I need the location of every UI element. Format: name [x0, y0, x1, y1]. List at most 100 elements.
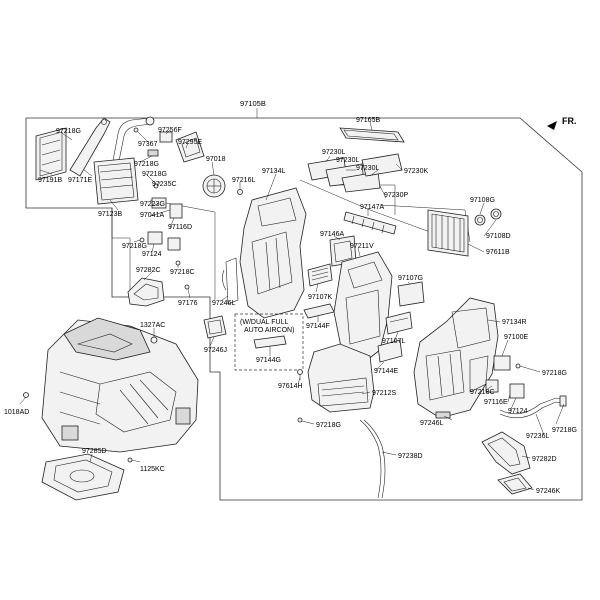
- label-97134l: 97134L: [262, 168, 285, 175]
- label-97218g-c: 97218G: [142, 171, 167, 178]
- label-1018ad: 1018AD: [4, 409, 29, 416]
- label-97144f: 97144F: [306, 323, 330, 330]
- grommets-97108: [474, 208, 502, 226]
- label-97230k: 97230K: [404, 168, 428, 175]
- part-labels: 97218G 97191B 97171E 97123B 97367 97256F…: [4, 117, 577, 495]
- label-97230l-c: 97230L: [356, 165, 379, 172]
- label-97124-a: 97124: [142, 251, 162, 258]
- label-97041a: 97041A: [140, 212, 164, 219]
- front-direction-indicator: FR.: [547, 116, 577, 130]
- label-97107k: 97107K: [308, 294, 332, 301]
- label-97614h: 97614H: [278, 383, 303, 390]
- label-97165b: 97165B: [356, 117, 380, 124]
- label-97212s: 97212S: [372, 390, 396, 397]
- blower-motor-97018: [202, 174, 226, 198]
- door-97107k: [307, 263, 333, 287]
- actuators-right: [485, 355, 525, 399]
- label-97218g-g: 97218G: [552, 427, 577, 434]
- label-97123b: 97123B: [98, 211, 122, 218]
- duct-97282c: [127, 277, 165, 307]
- label-97218g-d: 97218G: [122, 243, 147, 250]
- label-97147a: 97147A: [360, 204, 384, 211]
- case-half-97134r: [413, 297, 499, 419]
- label-97367: 97367: [138, 141, 158, 148]
- evaporator-core-97123b: [93, 157, 139, 205]
- small-actuator-parts: [133, 127, 243, 290]
- label-97282c: 97282C: [136, 267, 161, 274]
- label-97107g: 97107G: [398, 275, 423, 282]
- dual-zone-option-box: (W/DUAL FULL AUTO AIRCON): [234, 313, 304, 371]
- assembly-frame: [25, 108, 583, 501]
- gasket-set-97230: [307, 127, 405, 193]
- doors-right-set: [377, 281, 425, 363]
- label-97218g-b: 97218G: [134, 161, 159, 168]
- label-97218g-f: 97218G: [542, 370, 567, 377]
- label-97191b: 97191B: [38, 177, 62, 184]
- seal-97144f: [303, 303, 335, 319]
- filter-cover-97191b: [35, 127, 67, 181]
- label-97107l: 97107L: [382, 338, 405, 345]
- label-97124-b: 97124: [508, 408, 528, 415]
- case-half-97134l: [239, 187, 307, 319]
- label-97144g: 97144G: [256, 357, 281, 364]
- tube-bracket-97171e: [69, 117, 111, 177]
- cable-97236l: [499, 395, 567, 419]
- lower-case-97212s: [307, 343, 375, 413]
- label-97235c: 97235C: [152, 181, 177, 188]
- label-97116d: 97116D: [168, 224, 192, 231]
- leader-lines: [19, 121, 565, 491]
- label-97218g-a: 97218G: [56, 128, 81, 135]
- label-97116e: 97116E: [484, 399, 508, 406]
- label-97246l-b: 97246L: [420, 420, 443, 427]
- seal-97246j: [203, 315, 227, 339]
- label-97230l-b: 97230L: [336, 157, 359, 164]
- duct-97282d: [481, 431, 531, 475]
- label-97100e: 97100E: [504, 334, 528, 341]
- label-1125kc: 1125KC: [140, 466, 165, 473]
- mode-door-shaft-97147a: [343, 211, 397, 235]
- label-97230l-a: 97230L: [322, 149, 345, 156]
- label-97246k: 97246K: [536, 488, 560, 495]
- label-97230p: 97230P: [384, 192, 408, 199]
- variant-note-line2: AUTO AIRCON): [244, 327, 294, 334]
- screw-97614h: [297, 369, 303, 423]
- seal-97246l: [222, 257, 239, 305]
- label-97211v: 97211V: [350, 243, 374, 250]
- label-97218c-a: 97218C: [170, 269, 195, 276]
- expansion-valve-parts: [147, 131, 205, 163]
- label-97216l: 97216L: [232, 177, 255, 184]
- label-97246l-a: 97246L: [212, 300, 235, 307]
- cover-97285d: [41, 453, 133, 501]
- label-97611b: 97611B: [486, 249, 510, 256]
- label-97146a: 97146A: [320, 231, 344, 238]
- label-97144e: 97144E: [374, 368, 398, 375]
- pipe-assembly: [111, 116, 155, 167]
- label-97256f: 97256F: [158, 127, 182, 134]
- hvac-assembly-complete: [23, 317, 199, 453]
- front-arrow-icon: [547, 121, 557, 130]
- label-97134r: 97134R: [502, 319, 527, 326]
- seal-97246k: [497, 473, 533, 495]
- variant-note-line1: (W/DUAL FULL: [240, 319, 288, 326]
- label-97108d: 97108D: [486, 233, 511, 240]
- heater-core-97611b: [427, 209, 469, 257]
- drain-hose-97238d: [359, 419, 386, 499]
- label-97236l: 97236L: [526, 433, 549, 440]
- label-97295e: 97295E: [178, 139, 202, 146]
- label-97218g-e: 97218G: [316, 422, 341, 429]
- label-1327ac: 1327AC: [140, 322, 165, 329]
- label-97171e: 97171E: [68, 177, 92, 184]
- label-97238d: 97238D: [398, 453, 423, 460]
- label-97223g: 97223G: [140, 201, 165, 208]
- label-97018: 97018: [206, 156, 226, 163]
- label-97108g: 97108G: [470, 197, 495, 204]
- label-97282d: 97282D: [532, 456, 557, 463]
- label-97176: 97176: [178, 300, 198, 307]
- label-97218c-b: 97218C: [470, 389, 495, 396]
- front-direction-label: FR.: [562, 116, 577, 126]
- label-97246j: 97246J: [204, 347, 227, 354]
- assembly-label: 97105B: [240, 99, 266, 108]
- label-97285d: 97285D: [82, 448, 107, 455]
